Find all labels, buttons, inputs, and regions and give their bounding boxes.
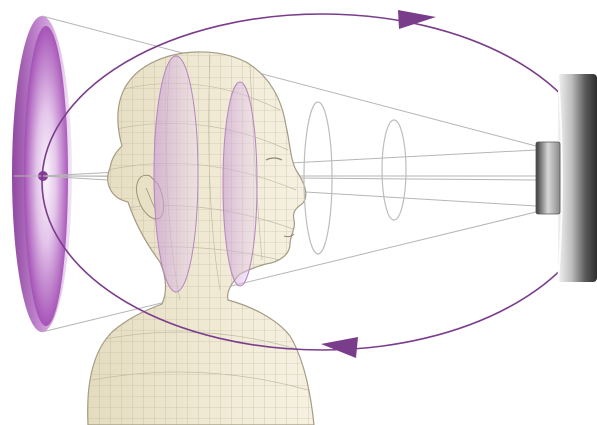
arrow-left bbox=[321, 337, 358, 358]
flow-arrows bbox=[321, 10, 436, 358]
device bbox=[536, 74, 597, 282]
arrow-right bbox=[398, 10, 436, 29]
head-model bbox=[80, 40, 320, 425]
device-nozzle bbox=[536, 142, 560, 214]
